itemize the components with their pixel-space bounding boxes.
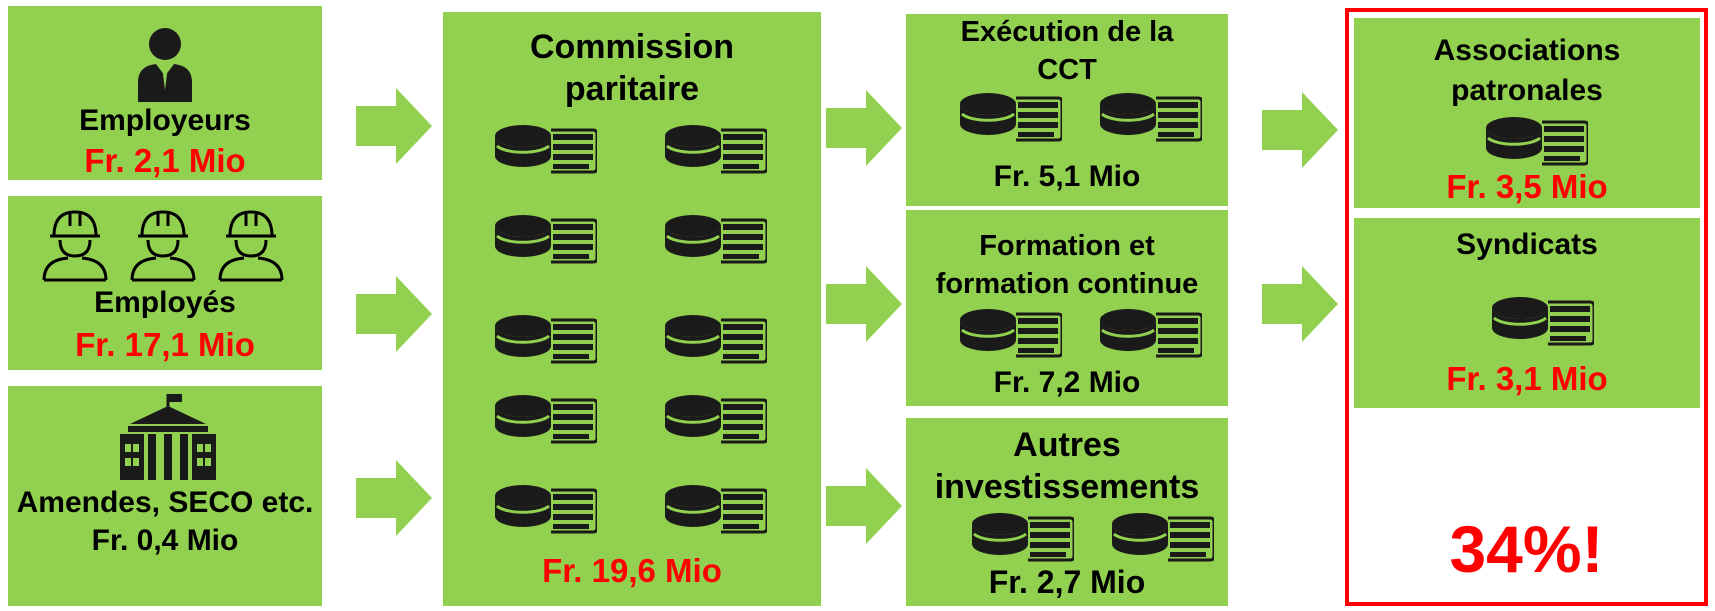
employers-box: Employeurs Fr. 2,1 Mio [8,6,322,180]
unions-title: Syndicats [1456,228,1598,261]
unions-amount: Fr. 3,1 Mio [1446,360,1608,397]
government-building-icon [120,394,216,480]
associations-title-line1: Associations [1433,34,1621,67]
person-icon [138,28,192,102]
coins-icon [493,123,597,174]
coins-icon [1110,511,1214,562]
other-investments-box: Autres investissements Fr. 2,7 Mio [906,418,1228,606]
commission-box: Commission paritaire Fr. 19,6 Mio [443,12,821,606]
coins-icon [663,213,767,264]
arrow-right-icon [356,88,432,164]
fines-label: Amendes, SECO etc. [16,486,314,519]
coins-icon [1098,91,1202,142]
share-percentage: 34%! [1449,512,1604,586]
fines-box: Amendes, SECO etc. Fr. 0,4 Mio [8,386,322,606]
employees-amount: Fr. 17,1 Mio [75,326,255,363]
employees-box: Employés Fr. 17,1 Mio [8,196,322,370]
coins-icon [1484,115,1588,166]
training-box: Formation et formation continue Fr. 7,2 … [906,210,1228,406]
training-title-line1: Formation et [979,230,1155,262]
coins-icon [493,483,597,534]
arrow-right-icon [1262,92,1338,168]
other-amount: Fr. 2,7 Mio [988,564,1146,600]
execution-amount: Fr. 5,1 Mio [993,160,1141,193]
worker-icon [42,210,108,282]
coins-icon [958,91,1062,142]
arrow-right-icon [826,90,902,166]
coins-icon [493,313,597,364]
coins-icon [1098,307,1202,358]
commission-title-line1: Commission [529,28,735,66]
other-title-line1: Autres [1013,426,1121,464]
coins-icon [663,123,767,174]
training-amount: Fr. 7,2 Mio [993,366,1141,399]
coins-icon [958,307,1062,358]
associations-amount: Fr. 3,5 Mio [1446,168,1608,205]
arrow-right-icon [826,468,902,544]
arrow-right-icon [1262,266,1338,342]
employers-label: Employeurs [79,104,251,137]
coins-icon [663,393,767,444]
coins-icon [663,313,767,364]
other-title-line2: investissements [934,468,1200,506]
coins-icon [663,483,767,534]
execution-title-line1: Exécution de la [960,16,1174,48]
training-title-line2: formation continue [935,268,1199,300]
worker-icon [218,210,284,282]
coins-icon [970,511,1074,562]
commission-amount: Fr. 19,6 Mio [542,552,722,589]
worker-icon [130,210,196,282]
arrow-right-icon [356,460,432,536]
coins-icon [493,393,597,444]
associations-title-line2: patronales [1451,74,1603,107]
coins-icon [1490,295,1594,346]
associations-box: Associations patronales Fr. 3,5 Mio [1354,18,1700,208]
employers-amount: Fr. 2,1 Mio [84,142,246,179]
commission-title-line2: paritaire [564,70,700,108]
unions-box: Syndicats Fr. 3,1 Mio [1354,218,1700,408]
arrow-right-icon [826,266,902,342]
arrow-right-icon [356,276,432,352]
execution-box: Exécution de la CCT Fr. 5,1 Mio [906,14,1228,206]
employees-label: Employés [94,286,236,319]
coins-icon [493,213,597,264]
execution-title-line2: CCT [1037,54,1097,86]
fines-amount: Fr. 0,4 Mio [91,524,239,557]
